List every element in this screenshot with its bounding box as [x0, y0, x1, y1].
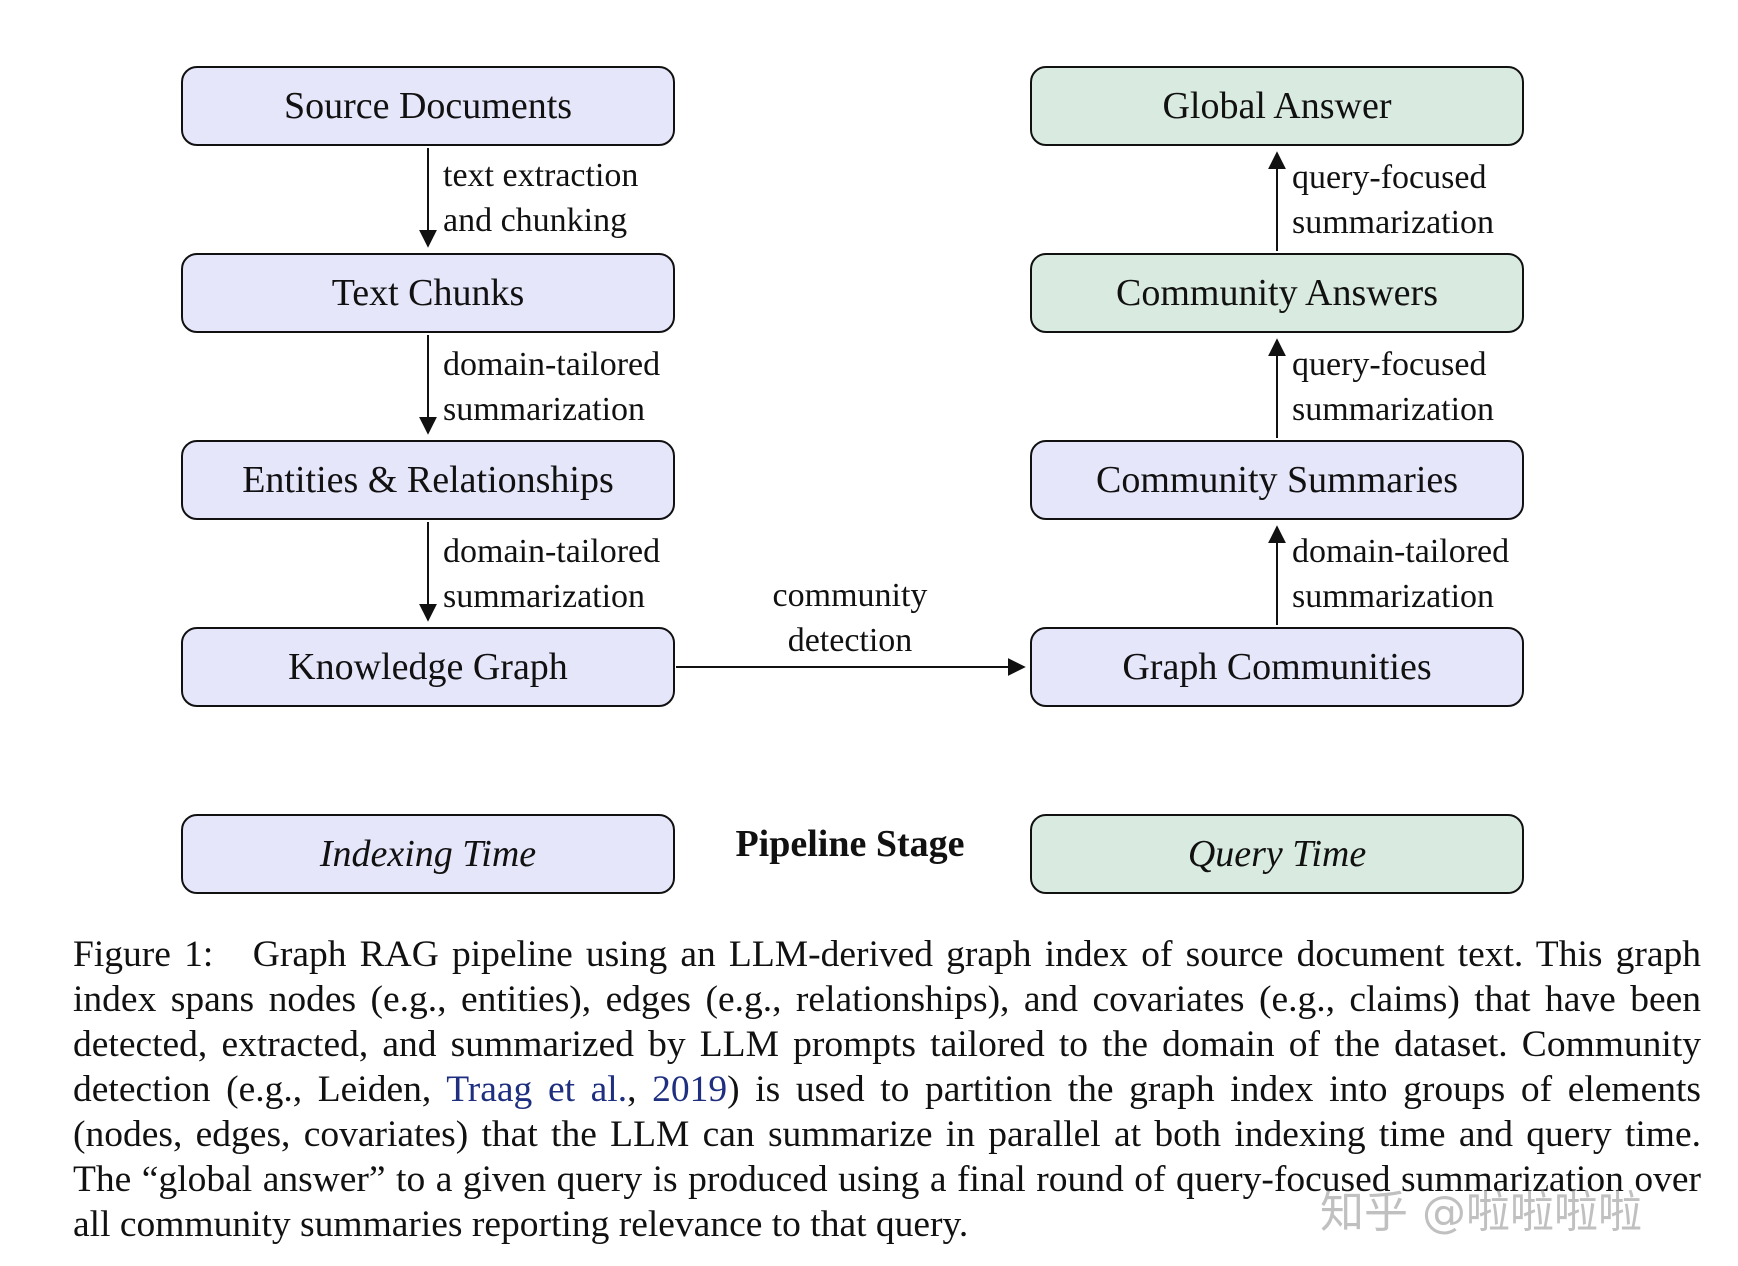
- figure-caption: Figure 1: Graph RAG pipeline using an LL…: [73, 934, 1702, 1245]
- node-entities-relationships: Entities & Relationships: [181, 440, 675, 520]
- legend-label: Query Time: [1187, 833, 1367, 875]
- edge-label-text-extraction: text extraction and chunking: [443, 153, 638, 243]
- edge-label-line: domain-tailored: [1292, 533, 1510, 570]
- legend-indexing-time: Indexing Time: [181, 814, 675, 894]
- legend-pipeline-stage: Pipeline Stage: [735, 823, 965, 865]
- node-label: Source Documents: [283, 85, 573, 127]
- node-label: Graph Communities: [1122, 646, 1432, 688]
- edge-label-community-detection: community detection: [730, 573, 970, 663]
- edge-label-domain-tailored-1: domain-tailored summarization: [443, 342, 660, 432]
- edge-label-line: summarization: [443, 391, 646, 428]
- edge-label-domain-tailored-3: domain-tailored summarization: [1292, 529, 1509, 619]
- edge-label-line: community: [772, 577, 928, 614]
- node-label: Knowledge Graph: [288, 646, 568, 688]
- edge-label-line: summarization: [1292, 204, 1495, 241]
- edge-label-query-focused-2: query-focused summarization: [1292, 155, 1494, 245]
- caption-text: Graph RAG pipeline using an LLM-derived …: [73, 934, 1702, 1110]
- edge-label-line: detection: [787, 622, 913, 659]
- node-global-answer: Global Answer: [1030, 66, 1524, 146]
- node-label: Global Answer: [1162, 85, 1392, 127]
- node-source-documents: Source Documents: [181, 66, 675, 146]
- citation-author-link[interactable]: Traag et al.: [446, 1069, 628, 1110]
- edge-label-line: domain-tailored: [443, 533, 661, 570]
- edge-label-line: text extraction: [443, 157, 639, 194]
- edge-label-line: query-focused: [1292, 346, 1487, 383]
- node-label: Community Summaries: [1095, 459, 1459, 501]
- node-label: Entities & Relationships: [242, 459, 614, 501]
- node-text-chunks: Text Chunks: [181, 253, 675, 333]
- legend-query-time: Query Time: [1030, 814, 1524, 894]
- edge-label-line: summarization: [1292, 391, 1495, 428]
- node-label: Text Chunks: [331, 272, 525, 314]
- edge-label-domain-tailored-2: domain-tailored summarization: [443, 529, 660, 619]
- edge-label-line: and chunking: [443, 202, 628, 239]
- node-knowledge-graph: Knowledge Graph: [181, 627, 675, 707]
- edge-label-line: domain-tailored: [443, 346, 661, 383]
- citation-year-link[interactable]: 2019: [652, 1069, 728, 1110]
- caption-text: ) is used to partition the graph index i…: [73, 1069, 1702, 1245]
- node-community-answers: Community Answers: [1030, 253, 1524, 333]
- edge-label-line: query-focused: [1292, 159, 1487, 196]
- caption-prefix: Figure 1:: [73, 934, 214, 975]
- legend-label: Indexing Time: [319, 833, 537, 875]
- edge-label-line: summarization: [443, 578, 646, 615]
- edge-label-query-focused-1: query-focused summarization: [1292, 342, 1494, 432]
- node-label: Community Answers: [1116, 272, 1438, 314]
- watermark: 知乎 @啦啦啦啦: [1320, 1187, 1642, 1238]
- edge-label-line: summarization: [1292, 578, 1495, 615]
- node-graph-communities: Graph Communities: [1030, 627, 1524, 707]
- node-community-summaries: Community Summaries: [1030, 440, 1524, 520]
